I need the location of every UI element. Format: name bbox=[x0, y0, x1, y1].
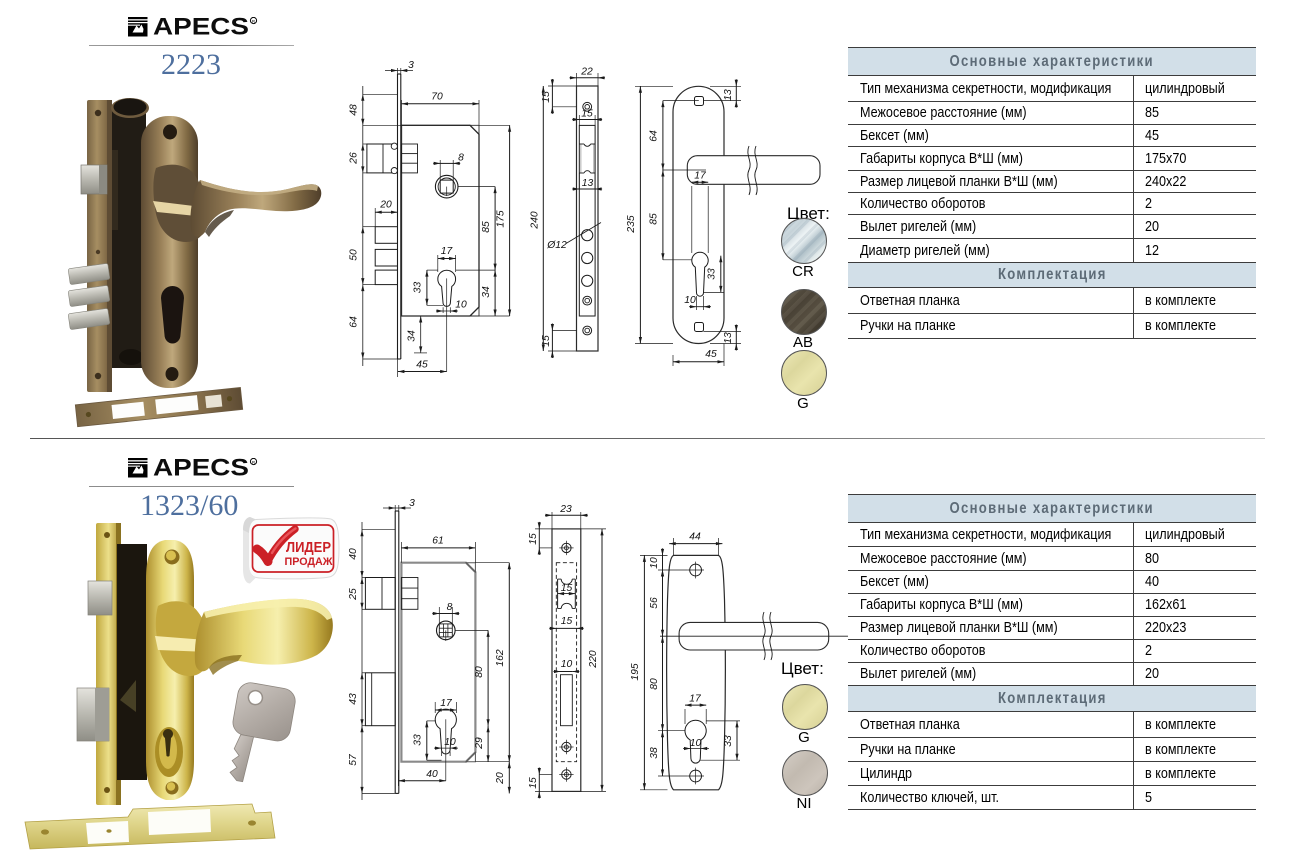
svg-text:3: 3 bbox=[408, 60, 414, 71]
svg-text:70: 70 bbox=[431, 92, 443, 103]
svg-text:17: 17 bbox=[689, 694, 702, 705]
svg-text:10: 10 bbox=[455, 300, 467, 311]
svg-text:235: 235 bbox=[626, 215, 637, 233]
svg-text:10: 10 bbox=[690, 738, 702, 749]
svg-text:APECS: APECS bbox=[153, 458, 249, 482]
svg-text:33: 33 bbox=[707, 268, 718, 280]
svg-text:R: R bbox=[252, 19, 256, 24]
svg-text:ЛИДЕР: ЛИДЕР bbox=[286, 539, 331, 556]
svg-text:20: 20 bbox=[379, 200, 392, 211]
svg-text:44: 44 bbox=[689, 532, 701, 543]
svg-text:13: 13 bbox=[723, 332, 734, 344]
svg-text:3: 3 bbox=[409, 498, 415, 509]
svg-text:64: 64 bbox=[649, 130, 660, 142]
svg-text:22: 22 bbox=[580, 67, 593, 78]
svg-text:10: 10 bbox=[444, 737, 456, 748]
svg-text:Ø12: Ø12 bbox=[546, 240, 567, 251]
svg-text:85: 85 bbox=[481, 221, 492, 233]
svg-text:15: 15 bbox=[541, 335, 552, 347]
svg-text:33: 33 bbox=[413, 734, 424, 746]
svg-text:220: 220 bbox=[588, 650, 599, 668]
svg-text:57: 57 bbox=[348, 753, 359, 766]
svg-text:64: 64 bbox=[349, 316, 360, 328]
svg-text:R: R bbox=[252, 460, 256, 465]
svg-text:80: 80 bbox=[649, 678, 660, 690]
svg-text:15: 15 bbox=[561, 616, 573, 627]
svg-text:34: 34 bbox=[407, 330, 418, 342]
svg-text:17: 17 bbox=[694, 171, 707, 182]
svg-text:10: 10 bbox=[561, 659, 573, 670]
svg-text:ПРОДАЖ: ПРОДАЖ bbox=[285, 556, 333, 568]
svg-text:10: 10 bbox=[649, 557, 660, 569]
svg-text:15: 15 bbox=[528, 533, 539, 545]
svg-text:175: 175 bbox=[496, 210, 507, 227]
svg-text:50: 50 bbox=[349, 249, 360, 261]
svg-text:15: 15 bbox=[528, 777, 539, 789]
svg-text:38: 38 bbox=[649, 747, 660, 759]
svg-text:56: 56 bbox=[649, 597, 660, 609]
svg-text:17: 17 bbox=[440, 698, 453, 709]
svg-text:15: 15 bbox=[581, 109, 593, 120]
svg-text:40: 40 bbox=[348, 548, 359, 560]
svg-text:13: 13 bbox=[582, 178, 594, 189]
svg-text:33: 33 bbox=[723, 735, 734, 747]
svg-text:13: 13 bbox=[723, 89, 734, 101]
svg-text:61: 61 bbox=[432, 536, 443, 547]
svg-text:162: 162 bbox=[495, 649, 506, 666]
svg-text:15: 15 bbox=[561, 583, 573, 594]
svg-text:17: 17 bbox=[441, 246, 454, 257]
svg-text:8: 8 bbox=[458, 153, 464, 164]
svg-text:25: 25 bbox=[348, 588, 359, 601]
svg-text:APECS: APECS bbox=[153, 17, 249, 41]
svg-text:20: 20 bbox=[495, 772, 506, 785]
svg-text:195: 195 bbox=[630, 663, 641, 680]
svg-text:33: 33 bbox=[413, 282, 424, 294]
svg-text:23: 23 bbox=[559, 504, 572, 515]
svg-text:45: 45 bbox=[416, 360, 428, 371]
svg-text:10: 10 bbox=[684, 295, 696, 306]
svg-text:34: 34 bbox=[481, 286, 492, 298]
svg-text:43: 43 bbox=[348, 693, 359, 705]
svg-text:240: 240 bbox=[530, 211, 541, 229]
svg-text:15: 15 bbox=[541, 91, 552, 103]
svg-text:85: 85 bbox=[649, 213, 660, 225]
svg-text:45: 45 bbox=[705, 349, 717, 360]
svg-text:48: 48 bbox=[349, 104, 360, 116]
svg-text:40: 40 bbox=[426, 769, 438, 780]
svg-text:29: 29 bbox=[474, 737, 485, 750]
svg-text:80: 80 bbox=[474, 666, 485, 678]
svg-text:26: 26 bbox=[349, 152, 360, 165]
svg-text:8: 8 bbox=[447, 602, 453, 613]
